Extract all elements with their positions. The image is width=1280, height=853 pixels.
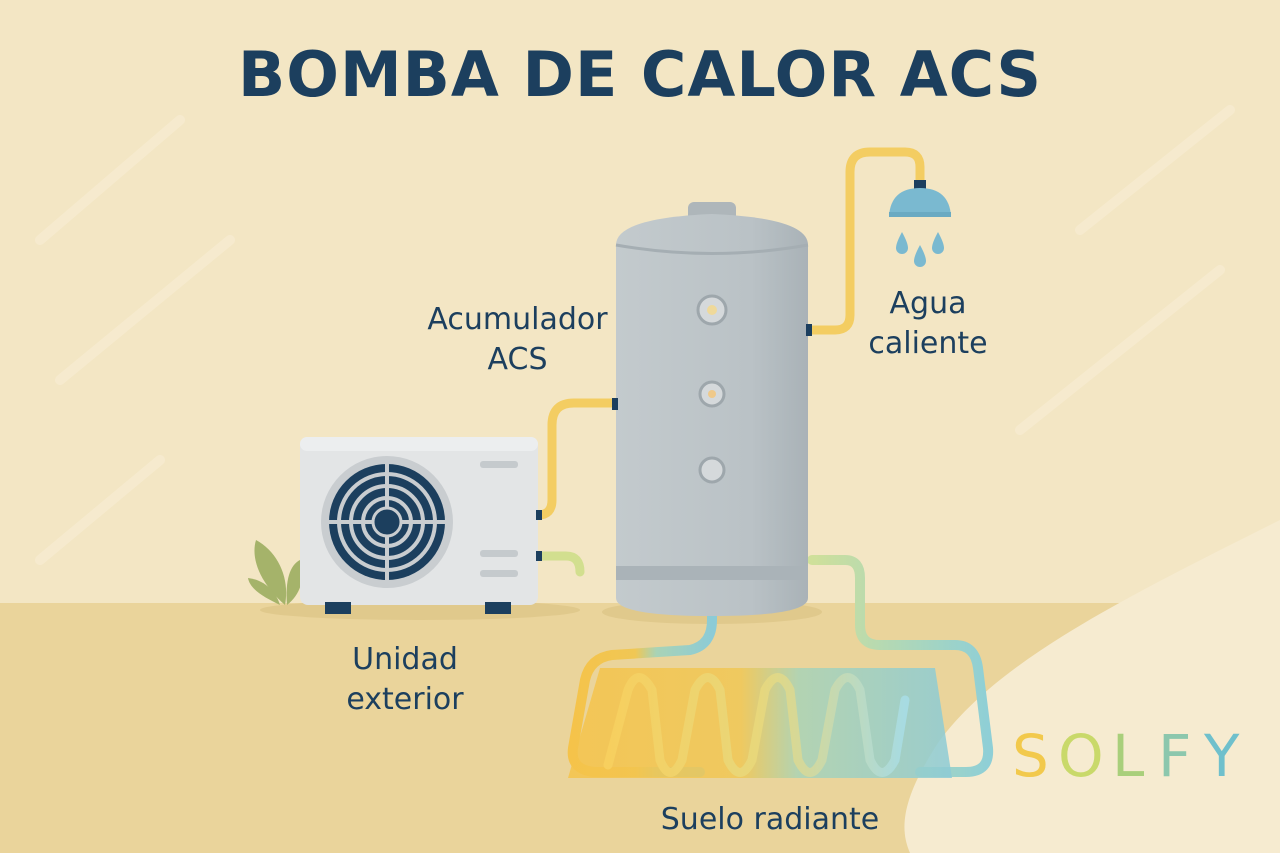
floor-heating-label: Suelo radiante <box>660 802 880 837</box>
floor-heating-coil-icon <box>603 673 910 777</box>
fan-icon <box>321 456 453 588</box>
outdoor-unit-label-line1: Unidad <box>352 642 458 677</box>
logo-letter: F <box>1158 722 1191 790</box>
plant-icon <box>248 540 303 605</box>
water-drop-icon <box>896 232 944 267</box>
heat-pump-unit-icon <box>300 437 538 614</box>
hot-water-pipe <box>807 147 925 335</box>
page-title: BOMBA DE CALOR ACS <box>238 38 1042 111</box>
tank-icon <box>536 202 812 616</box>
hot-water-label-line1: Agua <box>889 286 967 321</box>
tank-port-bottom <box>698 456 726 484</box>
hot-water-label: Agua caliente <box>848 284 1008 364</box>
outdoor-unit-label-line2: exterior <box>346 682 464 717</box>
logo-letter: S <box>1012 722 1049 790</box>
pipes <box>533 147 994 777</box>
tank-label-line2: ACS <box>487 342 548 377</box>
hot-water-label-line2: caliente <box>868 326 988 361</box>
unit-return-pipe <box>533 551 585 577</box>
tank-label-line1: Acumulador <box>427 302 608 337</box>
unit-supply-pipe <box>533 398 617 520</box>
background-streaks <box>35 105 1235 565</box>
logo-letter: L <box>1112 722 1144 790</box>
ground-highlight <box>904 520 1280 853</box>
shower-head-icon <box>889 180 951 217</box>
outdoor-unit-label: Unidad exterior <box>315 640 495 720</box>
floor-return-pipe <box>807 555 994 777</box>
tank-label: Acumulador ACS <box>410 300 625 380</box>
logo-letter: Y <box>1203 722 1240 790</box>
logo-letter: O <box>1058 722 1104 790</box>
